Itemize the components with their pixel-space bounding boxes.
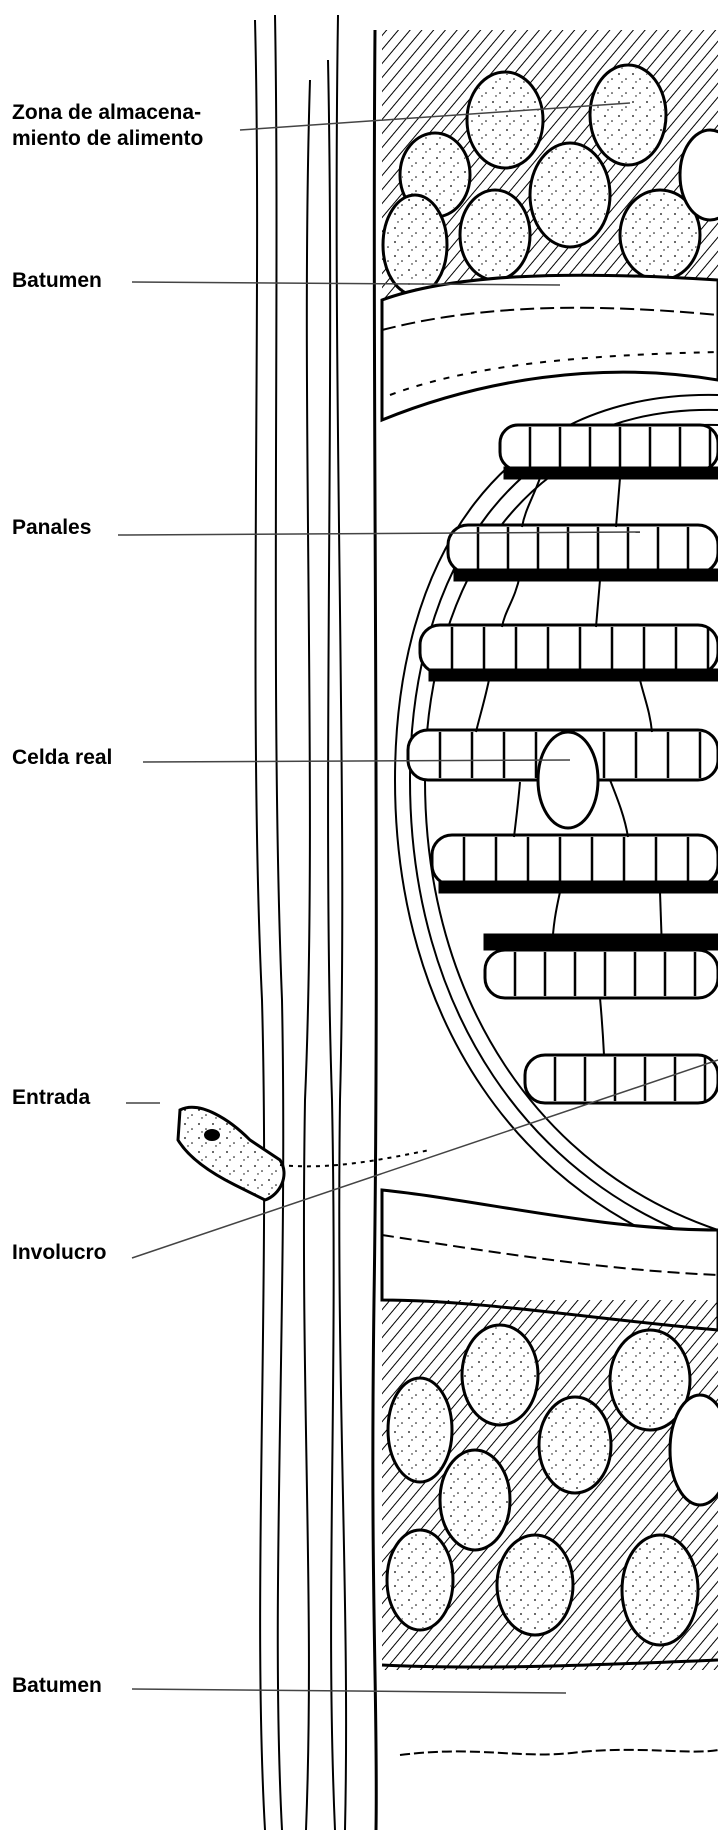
- comb-3: [420, 625, 718, 680]
- royal-cell: [538, 732, 598, 828]
- label-batumen-bottom: Batumen: [12, 1673, 102, 1699]
- label-food-storage-line2: miento de alimento: [12, 126, 203, 152]
- label-panales: Panales: [12, 515, 91, 541]
- tree-trunk-fibers: [255, 15, 376, 1830]
- comb-1: [500, 425, 718, 478]
- comb-6: [485, 935, 718, 998]
- label-batumen-top: Batumen: [12, 268, 102, 294]
- label-involucro: Involucro: [12, 1240, 107, 1266]
- label-celda-real: Celda real: [12, 745, 112, 771]
- comb-5: [432, 835, 718, 892]
- label-food-storage-line1: Zona de almacena-: [12, 100, 203, 126]
- label-entrada: Entrada: [12, 1085, 90, 1111]
- label-food-storage: Zona de almacena- miento de alimento: [12, 100, 203, 152]
